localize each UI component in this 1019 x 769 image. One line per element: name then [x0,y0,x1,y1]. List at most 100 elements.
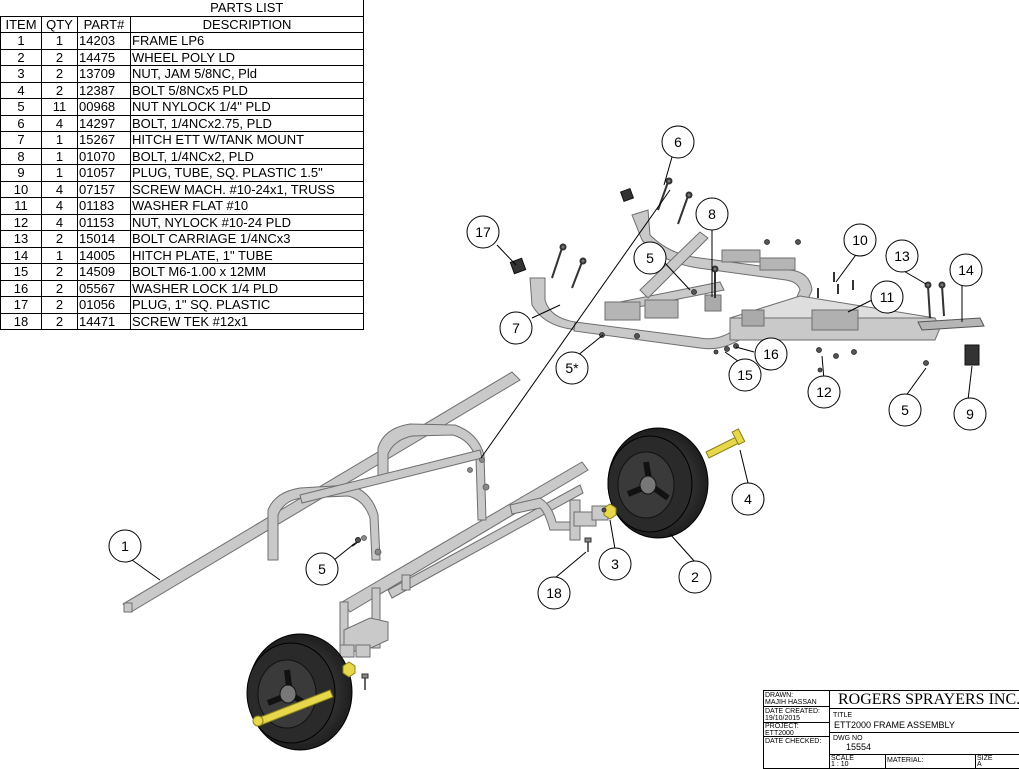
description-cell: HITCH ETT W/TANK MOUNT [130,131,364,149]
callout-8: 8 [695,197,729,231]
description-cell: BOLT CARRIAGE 1/4NCx3 [130,230,364,248]
callout-12: 12 [807,375,841,409]
item-cell: 12 [0,213,42,231]
callout-label: 10 [852,232,868,248]
item-cell: 15 [0,263,42,281]
description-cell: WHEEL POLY LD [130,48,364,66]
callout-11: 11 [870,280,904,314]
callout-label: 5 [901,402,909,418]
parts-list-title: PARTS LIST [130,0,364,17]
tb-drawn: DRAWN: MAJIH HASSAN [764,691,830,707]
description-cell: PLUG, TUBE, SQ. PLASTIC 1.5" [130,164,364,182]
part-number-cell: 15267 [77,131,131,149]
part-number-cell: 07157 [77,180,131,198]
tb-date-checked-label: DATE CHECKED: [765,738,822,745]
screw-tek [361,537,592,690]
callout-label: 5* [565,360,579,376]
parts-list-header-qty: QTY [41,15,78,33]
callout-17: 17 [466,215,500,249]
wheel-rear [246,633,353,751]
tb-drawn-label: DRAWN: [765,692,794,699]
callout-15: 15 [728,358,762,392]
wheel-front [607,427,709,539]
callout-label: 3 [611,556,619,572]
tb-material: MATERIAL: [886,755,976,769]
tb-title-value: ETT2000 FRAME ASSEMBLY [834,720,955,730]
callout-5-frame: 5 [305,552,339,586]
tb-company: ROGERS SPRAYERS INC. [830,691,1019,709]
callout-label: 8 [708,206,716,222]
frame-lp6 [122,371,609,658]
tb-dwg-label: DWG NO [833,735,863,742]
callout-label: 17 [475,224,491,240]
callout-6: 6 [661,125,695,159]
description-cell: NUT, JAM 5/8NC, Pld [130,65,364,83]
callout-label: 14 [958,262,974,278]
callout-13: 13 [885,239,919,273]
callout-label: 5 [646,250,654,266]
tb-dwg: DWG NO 15554 [830,733,1019,755]
item-cell: 18 [0,312,42,330]
square-plugs [509,187,980,366]
part-number-cell: 01057 [77,164,131,182]
callout-label: 2 [691,569,699,585]
axle-bolt-front [705,428,746,459]
callout-4: 4 [731,482,765,516]
callout-label: 7 [512,320,520,336]
callout-7: 7 [499,311,533,345]
tb-scale-label: SCALE [831,755,854,762]
parts-list-header-description: DESCRIPTION [130,15,364,33]
part-number-cell: 01153 [77,213,131,231]
callout-2: 2 [678,560,712,594]
tb-size-label: SIZE [977,755,993,762]
callout-18: 18 [537,576,571,610]
hitch-ett-tank-mount [529,209,941,350]
part-number-cell: 01056 [77,296,131,314]
loose-nuts [599,239,929,513]
description-cell: BOLT, 1/4NCx2, PLD [130,147,364,165]
description-cell: SCREW TEK #12x1 [130,312,364,330]
title-block: DRAWN: MAJIH HASSAN ROGERS SPRAYERS INC.… [763,690,1019,769]
jam-nuts [342,503,617,678]
tb-title: TITLE ETT2000 FRAME ASSEMBLY [830,709,1019,733]
part-number-cell: 01183 [77,197,131,215]
description-cell: WASHER LOCK 1/4 PLD [130,279,364,297]
callout-3: 3 [598,547,632,581]
callout-label: 16 [763,346,779,362]
callout-label: 18 [546,585,562,601]
description-cell: PLUG, 1" SQ. PLASTIC [130,296,364,314]
callout-label: 11 [880,289,895,305]
callout-label: 1 [121,538,129,554]
tb-scale: SCALE 1 : 10 [830,755,886,769]
callout-label: 12 [816,384,832,400]
callout-10: 10 [843,223,877,257]
tb-size-value: A [977,761,982,768]
tb-date-checked: DATE CHECKED: [764,737,830,769]
tb-project: PROJECT: ETT2000 [764,723,830,737]
callout-5-tongue: 5 [888,393,922,427]
callout-label: 4 [744,491,752,507]
tb-drawn-value: MAJIH HASSAN [765,699,817,706]
tb-date-created-label: DATE CREATED: [765,708,820,715]
callout-label: 15 [737,367,753,383]
axle-bolt-rear [252,689,334,727]
part-number-cell: 14509 [77,263,131,281]
tb-scale-value: 1 : 10 [831,761,849,768]
callout-5-hitch: 5 [633,241,667,275]
tb-company-name: ROGERS SPRAYERS INC. [838,691,1019,708]
callout-16: 16 [754,337,788,371]
part-number-cell: 14297 [77,114,131,132]
tb-project-value: ETT2000 [765,730,794,737]
callout-label: 13 [894,248,910,264]
part-number-cell: 15014 [77,230,131,248]
